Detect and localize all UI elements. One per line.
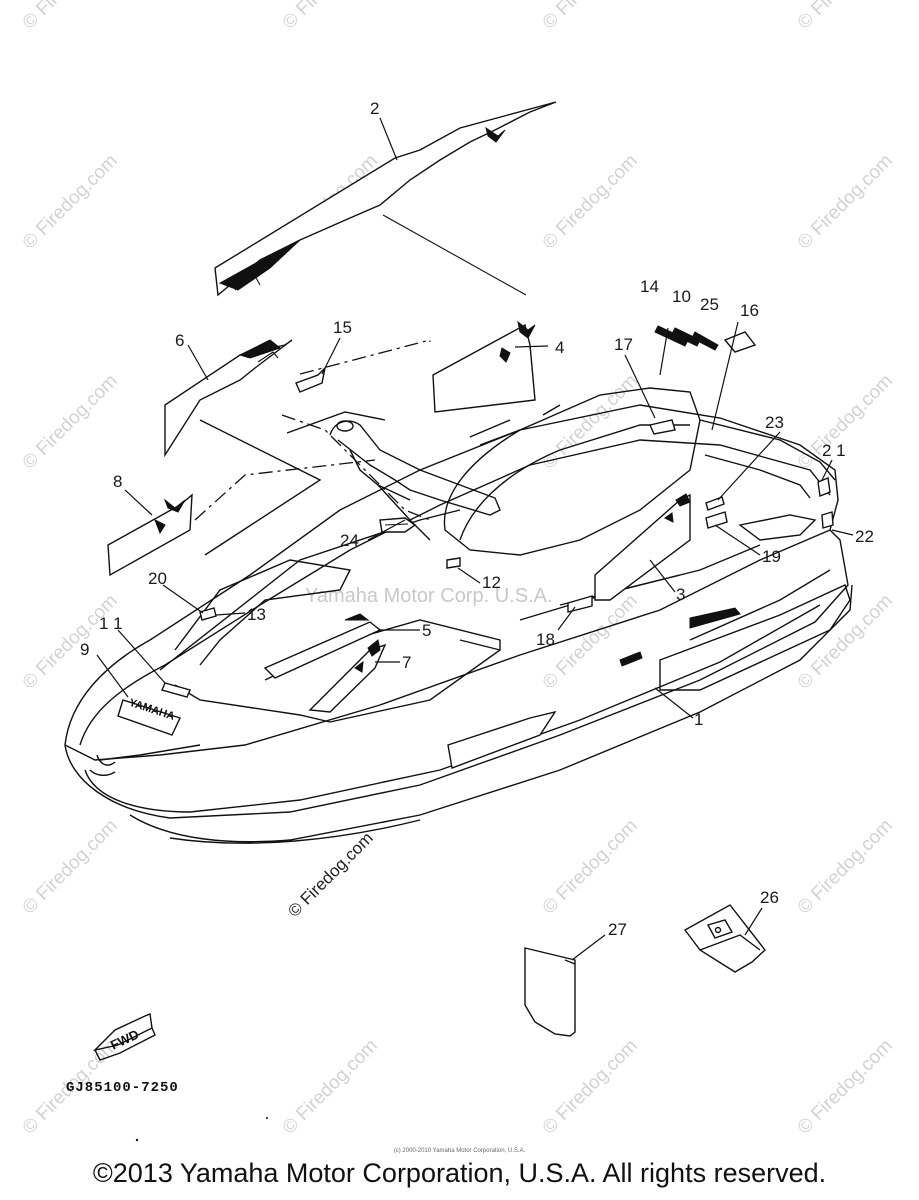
fwd-arrow-text: FWD <box>108 1027 141 1053</box>
watermark-text: © Firedog.com <box>794 0 897 34</box>
part-27-plate <box>524 947 576 1037</box>
decal-23 <box>705 496 725 511</box>
decal-18 <box>567 595 593 613</box>
part-26-pouch <box>683 904 766 973</box>
callout-15: 15 <box>333 318 352 337</box>
watermark-center-text: Yamaha Motor Corp. U.S.A. <box>305 585 553 607</box>
decal-9-yamaha: YAMAHA <box>117 697 181 736</box>
decal-6 <box>164 339 293 458</box>
watermark-text: © Firedog.com <box>539 0 642 34</box>
watermark-text: © Firedog.com <box>794 150 897 253</box>
callout-27: 27 <box>608 920 627 939</box>
decal-8 <box>107 493 193 577</box>
decal-15 <box>295 365 327 393</box>
decal-5 <box>263 613 382 679</box>
watermark-text: © Firedog.com <box>539 1035 642 1138</box>
decal-3 <box>594 493 691 601</box>
decal-11 <box>161 682 191 698</box>
watermark-text: © Firedog.com <box>279 0 382 34</box>
watercraft-hull <box>64 387 853 844</box>
callout-17: 17 <box>614 335 633 354</box>
callout-12: 12 <box>482 573 501 592</box>
alignment-lines <box>194 339 431 556</box>
watermark-text: © Firedog.com <box>279 1035 382 1138</box>
watermark-text: © Firedog.com <box>19 370 122 473</box>
callout-21: 2 1 <box>822 441 846 460</box>
decal-21 <box>817 477 831 497</box>
decal-19 <box>705 511 728 529</box>
decal-10 <box>671 327 701 347</box>
watermark-text-dark: © Firedog.com <box>284 828 376 920</box>
copyright-footer: ©2013 Yamaha Motor Corporation, U.S.A. A… <box>92 1158 827 1188</box>
callout-3: 3 <box>676 585 685 604</box>
decal-2 <box>214 101 557 297</box>
watermark-text: © Firedog.com <box>539 370 642 473</box>
speck <box>135 1138 139 1142</box>
callout-7: 7 <box>402 653 411 672</box>
callout-19: 19 <box>762 547 781 566</box>
callout-10: 10 <box>672 287 691 306</box>
callout-9: 9 <box>80 640 89 659</box>
watermark-text: © Firedog.com <box>19 590 122 693</box>
callout-4: 4 <box>555 338 564 357</box>
watermark-text: © Firedog.com <box>19 0 122 34</box>
watermark-text: © Firedog.com <box>539 150 642 253</box>
decal-17 <box>649 419 676 435</box>
decal-1 <box>447 607 741 769</box>
callout-26: 26 <box>760 888 779 907</box>
callout-22: 22 <box>855 527 874 546</box>
decal-4 <box>432 320 536 413</box>
callout-24: 24 <box>340 531 359 550</box>
decal-20 <box>199 607 217 621</box>
decal-22 <box>821 511 834 529</box>
callout-6: 6 <box>175 331 184 350</box>
callout-23: 23 <box>765 413 784 432</box>
decal-7 <box>308 639 387 713</box>
speck <box>266 1117 268 1119</box>
decal-12 <box>446 557 461 569</box>
watermark-text: © Firedog.com <box>19 815 122 918</box>
callout-16: 16 <box>740 301 759 320</box>
leader-lines <box>96 117 854 961</box>
part-code: GJ85100-7250 <box>66 1080 179 1096</box>
callout-labels: 2 6 15 4 14 10 25 16 17 23 2 1 22 8 24 1… <box>80 99 874 939</box>
watermark-text: © Firedog.com <box>539 815 642 918</box>
callout-1: 1 <box>694 710 703 729</box>
callout-11: 1 1 <box>99 614 123 633</box>
callout-18: 18 <box>536 630 555 649</box>
callout-14: 14 <box>640 277 659 296</box>
watermark-text: © Firedog.com <box>794 1035 897 1138</box>
decal-25 <box>691 331 719 351</box>
callout-20: 20 <box>148 569 167 588</box>
callout-25: 25 <box>700 295 719 314</box>
watermark-text: © Firedog.com <box>19 150 122 253</box>
callout-13: 13 <box>247 605 266 624</box>
decal-16 <box>723 331 757 353</box>
callout-8: 8 <box>113 472 122 491</box>
watermark-text: © Firedog.com <box>794 815 897 918</box>
small-copyright: (c) 2000-2010 Yamaha Motor Corporation, … <box>393 1148 526 1154</box>
callout-2: 2 <box>370 99 379 118</box>
callout-5: 5 <box>422 621 431 640</box>
